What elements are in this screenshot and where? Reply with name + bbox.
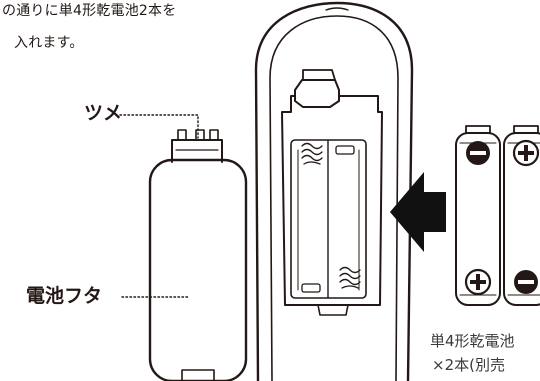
battery-cover <box>148 129 248 381</box>
insert-arrow-icon <box>390 172 446 252</box>
leader-lines <box>119 114 199 298</box>
cover-label: 電池フタ <box>26 285 103 307</box>
battery-left <box>455 125 501 306</box>
instruction-line-2: 入れます。 <box>14 35 84 51</box>
battery-caption-line-2: ×2本(別売 <box>432 356 505 374</box>
plus-icon <box>464 268 492 296</box>
battery-caption-line-1: 単4形乾電池 <box>430 332 515 350</box>
minus-icon <box>466 141 490 165</box>
instruction-line-1: の通りに単4形乾電池2本を <box>2 3 177 19</box>
minus-icon <box>514 270 538 294</box>
remote-control <box>254 1 414 381</box>
tab-label: ツメ <box>84 102 123 124</box>
battery-compartment <box>281 69 383 316</box>
plus-icon <box>512 139 540 167</box>
